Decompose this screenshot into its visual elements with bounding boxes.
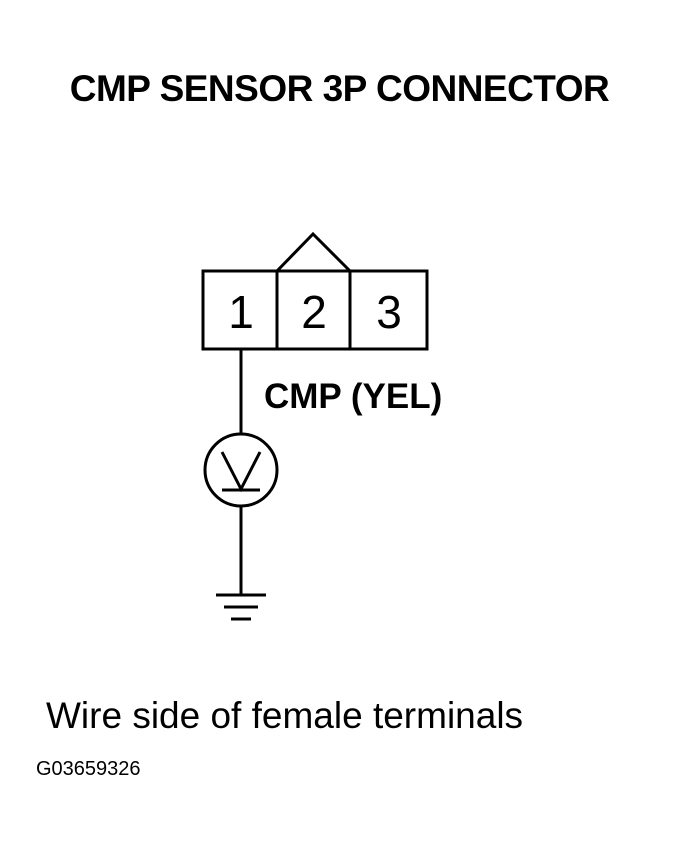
pin-3-label: 3 [376,286,402,338]
connector-body [201,269,429,351]
wire-label: CMP (YEL) [264,377,442,416]
pin-1-label: 1 [228,286,254,338]
diagram-title: CMP SENSOR 3P CONNECTOR [69,68,610,109]
pin-2-label: 2 [301,286,327,338]
voltmeter-icon [203,432,279,508]
connector-key [275,231,352,273]
caption: Wire side of female terminals [46,695,524,736]
ground-icon [216,593,266,621]
figure-id: G03659326 [36,758,141,780]
